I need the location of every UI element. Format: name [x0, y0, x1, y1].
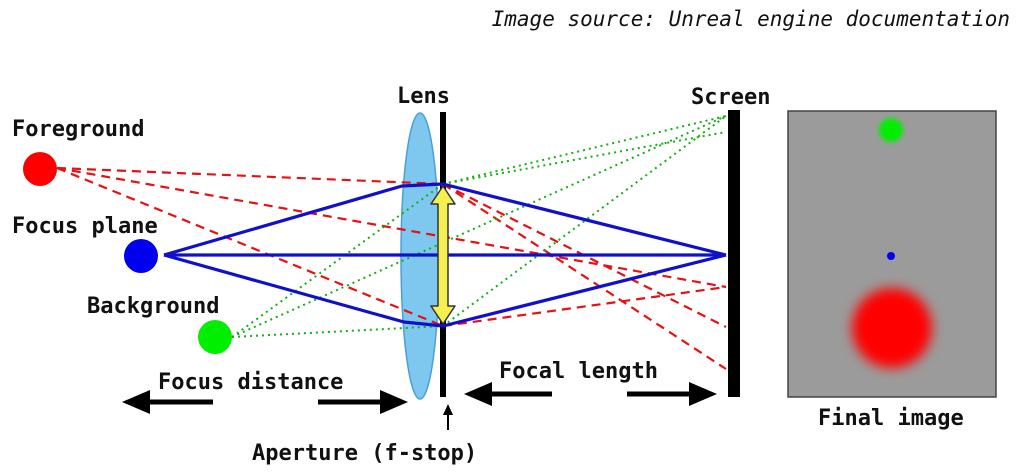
focus-distance-label: Focus distance	[158, 370, 343, 395]
screen-label: Screen	[691, 85, 770, 110]
final-image-blue-point	[887, 252, 895, 260]
focus-distance-arrows	[122, 390, 408, 414]
background-rays	[231, 115, 727, 338]
focus-plane-ball	[124, 239, 158, 273]
aperture-label: Aperture (f-stop)	[252, 441, 477, 466]
final-image-label: Final image	[818, 406, 964, 431]
lens-label: Lens	[397, 84, 450, 109]
aperture-pointer-icon	[443, 404, 453, 430]
background-ball	[198, 320, 232, 354]
focal-length-arrows	[464, 382, 717, 406]
focus-plane-label: Focus plane	[12, 214, 158, 239]
foreground-rays	[56, 166, 727, 370]
focal-length-label: Focal length	[499, 359, 658, 384]
foreground-ball	[23, 152, 57, 186]
final-image-green-blur	[879, 118, 903, 142]
source-note: Image source: Unreal engine documentatio…	[492, 7, 1010, 31]
foreground-label: Foreground	[12, 117, 144, 142]
final-image-red-blur	[852, 288, 932, 368]
background-label: Background	[87, 294, 219, 319]
aperture-double-arrow	[430, 185, 456, 325]
